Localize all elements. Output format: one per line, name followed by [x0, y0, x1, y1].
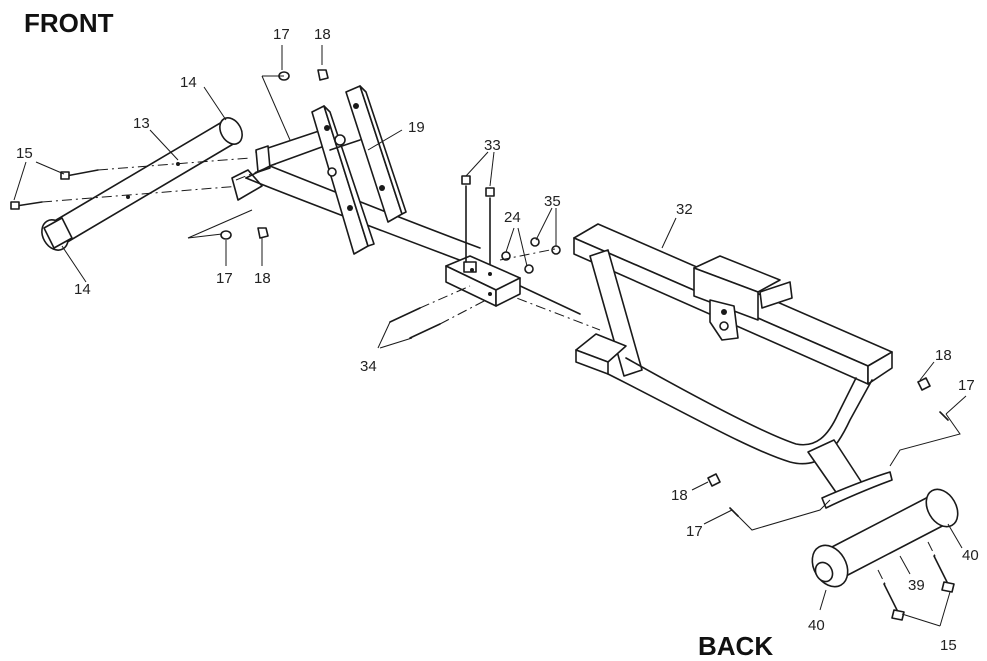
main-frame-tube — [245, 165, 601, 331]
rear-cross-tube — [811, 488, 959, 588]
rear-bolts — [877, 541, 955, 621]
front-bracket — [231, 129, 331, 201]
front-washers-caps — [220, 69, 329, 240]
callout-17: 17 — [686, 523, 703, 540]
side-bolts — [389, 285, 487, 339]
callout-18: 18 — [254, 270, 271, 287]
callout-34: 34 — [360, 358, 377, 375]
back-heading: BACK — [698, 631, 773, 661]
rear-bracket — [807, 439, 893, 509]
vertical-bolts — [461, 175, 495, 265]
callout-18: 18 — [935, 347, 952, 364]
front-cross-tube — [41, 117, 243, 251]
callout-15: 15 — [940, 637, 957, 654]
callout-17: 17 — [958, 377, 975, 394]
callout-40: 40 — [962, 547, 979, 564]
callout-15: 15 — [16, 145, 33, 162]
callout-14: 14 — [180, 74, 197, 91]
callout-24: 24 — [504, 209, 521, 226]
callout-17: 17 — [216, 270, 233, 287]
callout-39: 39 — [908, 577, 925, 594]
callout-18: 18 — [671, 487, 688, 504]
rear-seat-rail — [573, 223, 893, 385]
callout-14: 14 — [74, 281, 91, 298]
leader-lines — [13, 45, 967, 627]
callout-19: 19 — [408, 119, 425, 136]
callout-35: 35 — [544, 193, 561, 210]
callout-40: 40 — [808, 617, 825, 634]
callout-32: 32 — [676, 201, 693, 218]
callout-17: 17 — [273, 26, 290, 43]
front-bolts — [10, 157, 251, 210]
upright-posts — [311, 85, 407, 255]
callout-13: 13 — [133, 115, 150, 132]
callout-33: 33 — [484, 137, 501, 154]
front-heading: FRONT — [24, 8, 114, 38]
callout-18: 18 — [314, 26, 331, 43]
center-bracket — [445, 255, 521, 307]
